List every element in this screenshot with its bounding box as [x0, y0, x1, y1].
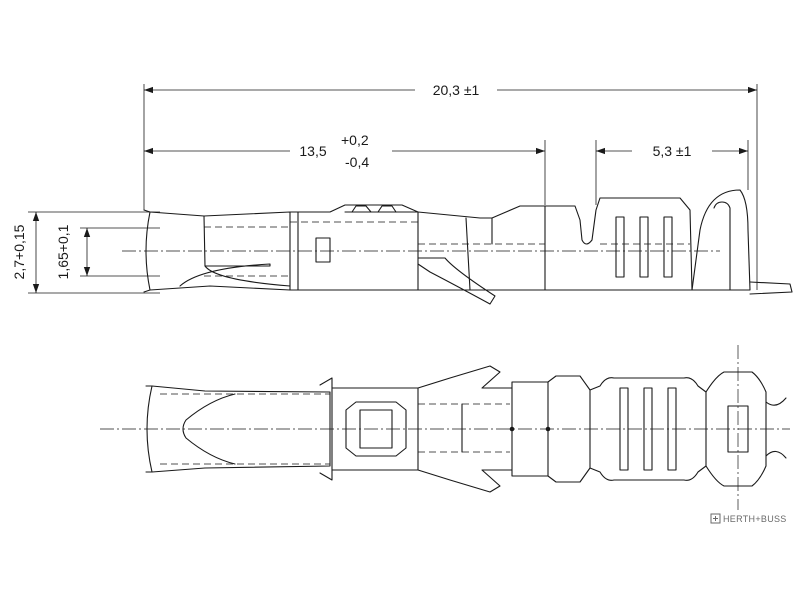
watermark: HERTH+BUSS: [710, 513, 787, 524]
dimension-lines: [28, 84, 758, 294]
overall-height-label: 2,7+0,15: [11, 224, 27, 279]
front-tolerance-upper: +0,2: [341, 132, 369, 148]
watermark-text: HERTH+BUSS: [723, 514, 787, 524]
crimp-length-label: 5,3 ±1: [653, 143, 692, 159]
overall-length-label: 20,3 ±1: [433, 82, 480, 98]
contact-height-label: 1,65+0,1: [55, 224, 71, 279]
herth-buss-logo-icon: [710, 513, 721, 524]
terminal-side-view: [122, 189, 793, 305]
dimension-labels: 20,3 ±1 13,5 +0,2 -0,4 5,3 ±1 2,7+0,15 1…: [11, 82, 692, 279]
front-tolerance-lower: -0,4: [345, 154, 369, 170]
terminal-top-view: [100, 345, 790, 510]
front-length-label: 13,5: [299, 143, 326, 159]
